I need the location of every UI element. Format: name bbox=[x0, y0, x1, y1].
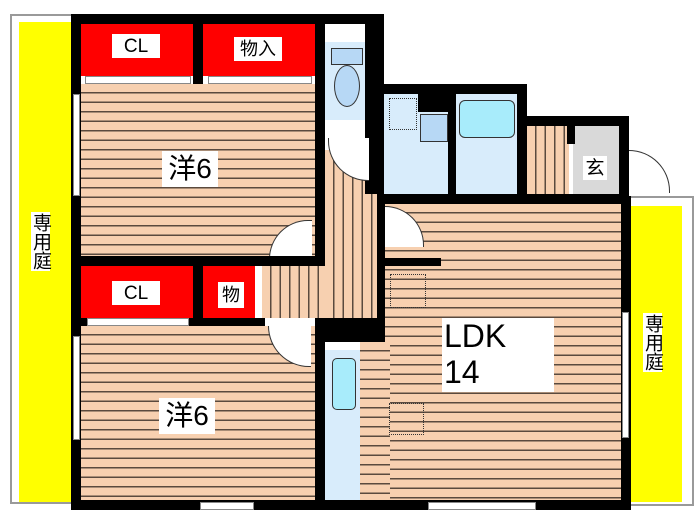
wall bbox=[619, 116, 629, 198]
wall bbox=[385, 258, 441, 266]
window-bottom-room-2 bbox=[200, 502, 254, 510]
toilet-tank-icon bbox=[331, 48, 363, 65]
wall bbox=[81, 256, 325, 266]
western-room-1-label: 洋6 bbox=[162, 151, 218, 187]
window-bottom-ldk bbox=[428, 502, 536, 510]
wall bbox=[384, 84, 527, 94]
wall bbox=[71, 14, 381, 24]
storage-2-label: 物 bbox=[218, 282, 244, 308]
wall bbox=[193, 24, 203, 84]
ldk-floor-lower bbox=[360, 342, 390, 500]
closet-door bbox=[85, 76, 191, 84]
entrance-label: 玄 bbox=[583, 156, 607, 180]
wall bbox=[365, 24, 384, 194]
ldk-label-line2: 14 bbox=[444, 354, 480, 390]
wall bbox=[71, 500, 631, 510]
ldk-label-line1: LDK bbox=[444, 318, 507, 354]
toilet-bowl-icon bbox=[334, 65, 360, 107]
wall bbox=[567, 126, 575, 144]
aircon-icon bbox=[389, 403, 424, 435]
ceiling-vent-icon bbox=[390, 274, 426, 308]
wall bbox=[71, 14, 81, 510]
window-left-1 bbox=[73, 94, 80, 196]
wall bbox=[517, 116, 629, 126]
storage-door bbox=[208, 76, 312, 84]
entrance-hall-floor bbox=[527, 126, 569, 196]
window-left-2 bbox=[73, 336, 80, 440]
wall bbox=[377, 194, 629, 204]
front-door[interactable] bbox=[629, 150, 670, 193]
western-room-2-label: 洋6 bbox=[159, 398, 215, 434]
wall bbox=[315, 318, 383, 342]
wall bbox=[315, 342, 325, 502]
wall bbox=[377, 194, 385, 342]
closet-1-label: CL bbox=[112, 34, 160, 58]
window-right-ldk bbox=[622, 312, 629, 438]
kitchen-sink-icon bbox=[332, 358, 356, 410]
wall bbox=[193, 266, 203, 318]
bathtub-icon bbox=[459, 100, 515, 138]
left-yard-label: 専用庭 bbox=[30, 212, 51, 271]
wall bbox=[448, 94, 456, 198]
storage-1-label: 物入 bbox=[234, 37, 282, 61]
washer-space-icon bbox=[389, 98, 417, 130]
ldk-label-box bbox=[442, 318, 554, 392]
wall bbox=[517, 84, 527, 198]
sink-icon bbox=[420, 114, 448, 142]
wall bbox=[418, 94, 454, 112]
hallway-floor-lower bbox=[262, 266, 325, 318]
closet-2-door bbox=[87, 318, 189, 326]
right-yard-label: 専用庭 bbox=[642, 313, 663, 372]
wall bbox=[315, 24, 325, 264]
closet-2-label: CL bbox=[112, 281, 160, 305]
